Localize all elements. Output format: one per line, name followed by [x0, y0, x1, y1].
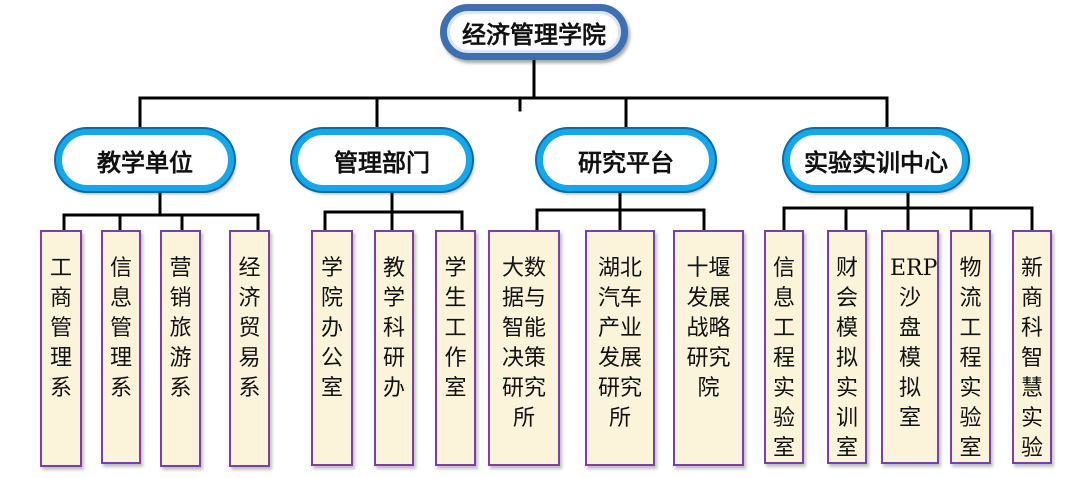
- category-node-teaching: 教学单位: [56, 129, 234, 191]
- cat-1-connector: [323, 189, 464, 232]
- unit-box: 营销旅游系: [160, 230, 201, 467]
- unit-label: 大数据与智能决策研究所: [501, 256, 546, 431]
- unit-label: 工商管理系: [49, 256, 72, 401]
- unit-box: 财会模拟实训室: [827, 230, 867, 464]
- unit-box: 经济贸易系: [229, 230, 270, 467]
- unit-box: 物流工程实验室: [950, 230, 991, 464]
- category-label: 研究平台: [578, 148, 674, 177]
- cat-0-connector: [62, 189, 260, 232]
- category-label: 实验实训中心: [804, 148, 948, 177]
- unit-box: 大数据与智能决策研究所: [488, 230, 560, 466]
- unit-label: 十堰发展战略研究院: [686, 256, 731, 401]
- unit-box: 学生工作室: [435, 230, 476, 466]
- unit-label: 新商科智慧实验: [1020, 256, 1043, 461]
- unit-label: 信息管理系: [109, 256, 132, 401]
- unit-label: 经济贸易系: [238, 256, 261, 401]
- unit-box: 信息管理系: [101, 230, 141, 464]
- unit-label: 学院办公室: [320, 256, 343, 401]
- category-node-lab-center: 实验实训中心: [784, 129, 968, 191]
- unit-label: 学生工作室: [444, 256, 467, 401]
- root-connector: [138, 58, 889, 133]
- unit-box: 工商管理系: [40, 230, 82, 467]
- unit-label: 教学科研办: [382, 256, 405, 401]
- unit-box: 十堰发展战略研究院: [673, 230, 744, 466]
- unit-label: ERP沙盘模拟室: [890, 256, 938, 431]
- unit-box: 教学科研办: [374, 230, 414, 466]
- category-node-research: 研究平台: [537, 129, 715, 191]
- unit-label: 营销旅游系: [169, 256, 192, 401]
- category-label: 教学单位: [97, 148, 193, 177]
- unit-label: 财会模拟实训室: [835, 256, 858, 461]
- category-node-management: 管理部门: [292, 129, 472, 191]
- unit-label: 信息工程实验室: [772, 256, 795, 461]
- unit-box: ERP沙盘模拟室: [881, 230, 939, 464]
- unit-box: 新商科智慧实验: [1012, 230, 1052, 464]
- unit-box: 信息工程实验室: [764, 230, 804, 464]
- unit-box: 湖北汽车产业发展研究所: [585, 230, 655, 466]
- category-label: 管理部门: [334, 148, 430, 177]
- root-label: 经济管理学院: [462, 20, 606, 49]
- unit-label: 物流工程实验室: [959, 256, 982, 461]
- cat-2-connector: [535, 189, 706, 232]
- root-node: 经济管理学院: [440, 4, 628, 60]
- unit-label: 湖北汽车产业发展研究所: [597, 256, 642, 431]
- unit-box: 学院办公室: [311, 230, 353, 466]
- cat-3-connector: [782, 189, 1034, 232]
